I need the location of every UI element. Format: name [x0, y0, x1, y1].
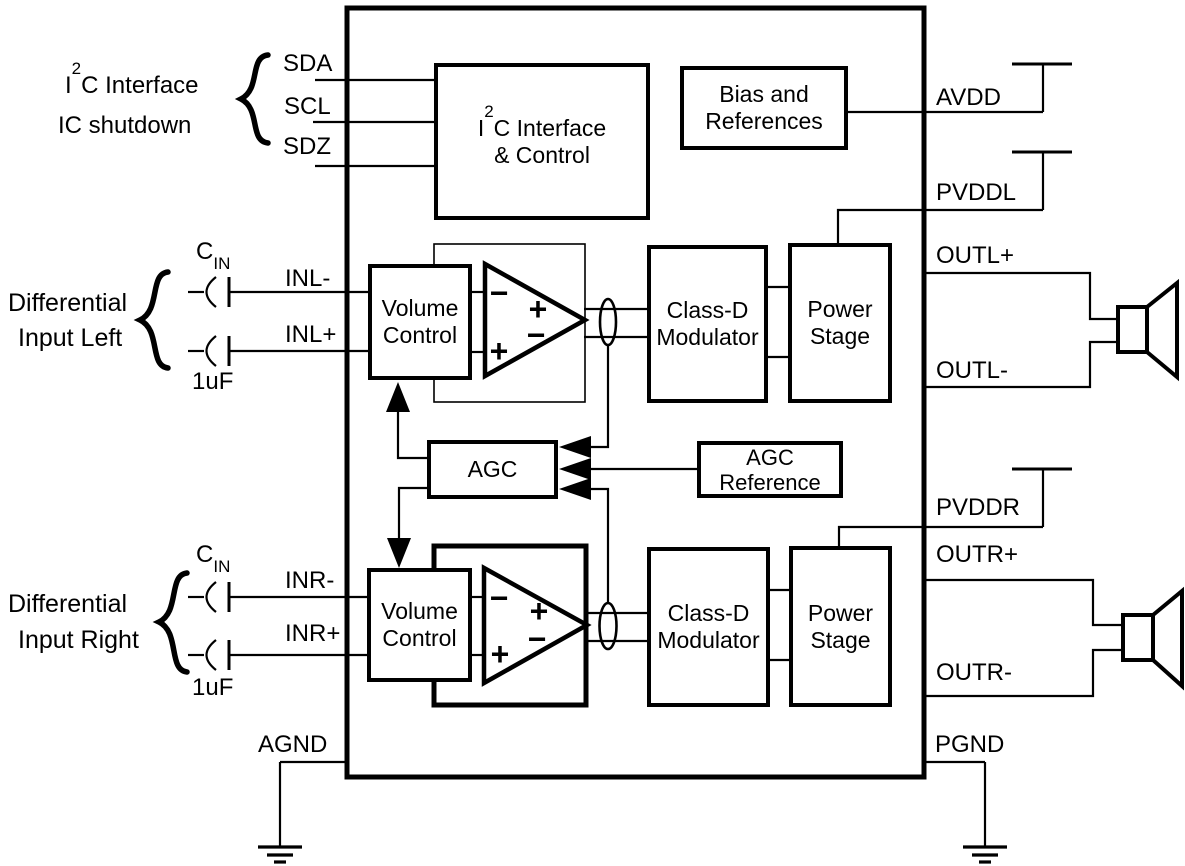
label-ic-shutdown: IC shutdown — [58, 112, 192, 139]
wire-outr-minus — [925, 648, 1123, 698]
pin-label-outr-minus: OUTR- — [936, 659, 1012, 686]
block-power-stage-right: Power Stage — [789, 546, 892, 707]
label-cin-right: CIN — [196, 541, 231, 576]
speaker-icon-right — [1121, 586, 1184, 691]
classd-right-line1: Class-D — [667, 600, 750, 626]
pin-label-outl-minus: OUTL- — [936, 357, 1008, 384]
wire-classd-to-power-left — [768, 285, 788, 359]
ground-icon-agnd — [258, 760, 347, 864]
pin-label-inr-plus: INR+ — [285, 620, 341, 647]
wire-outl-minus — [925, 340, 1118, 389]
capacitor-icon-inr-plus — [188, 639, 367, 671]
capacitor-icon-inl-plus — [188, 335, 368, 367]
pin-label-outr-plus: OUTR+ — [936, 541, 1019, 568]
wire-feedback-right — [591, 487, 610, 604]
opamp-right-input-minus: − — [490, 580, 509, 616]
capacitor-icon-inr-minus — [188, 581, 367, 613]
label-differential-left-2: Input Left — [18, 324, 123, 352]
wire-feedback-left — [591, 345, 610, 449]
block-power-stage-left: Power Stage — [788, 243, 892, 403]
bias-line2: References — [705, 108, 823, 134]
pin-label-agnd: AGND — [258, 731, 328, 758]
wire-agc-to-volume-right — [397, 486, 427, 539]
bias-line1: Bias and — [719, 81, 809, 107]
block-volume-control-left: Volume Control — [368, 264, 472, 380]
volume-left-line2: Control — [382, 322, 458, 348]
opamp-triangle-right — [481, 564, 592, 687]
classd-left-line1: Class-D — [666, 297, 749, 323]
arrowhead-to-volume-right — [387, 538, 411, 568]
arrowhead-agc-middle — [559, 458, 591, 480]
brace-icon-i2c — [234, 52, 271, 146]
ground-icon-pgnd — [925, 760, 1007, 864]
block-agc: AGC — [427, 440, 558, 499]
feedback-loop-ellipse-right — [598, 601, 618, 651]
feedback-loop-ellipse-left — [598, 297, 618, 347]
opamp-left-input-plus: + — [490, 333, 509, 369]
label-differential-right-2: Input Right — [18, 626, 139, 654]
wire-classd-to-power-right — [770, 588, 789, 662]
opamp-left-output-minus: − — [527, 317, 546, 353]
block-i2c-line1: I2C Interface — [477, 101, 607, 141]
power-right-line1: Power — [807, 599, 874, 626]
block-agc-reference: AGC Reference — [697, 441, 843, 498]
agc-ref-line2: Reference — [719, 469, 821, 495]
opamp-left-output-plus: + — [529, 291, 548, 327]
label-cap-value-right: 1uF — [192, 674, 234, 701]
pin-label-inr-minus: INR- — [285, 567, 335, 594]
block-volume-control-right: Volume Control — [367, 568, 472, 682]
label-i2c-interface: I2C Interface — [65, 59, 199, 99]
speaker-icon-left — [1116, 278, 1179, 382]
agc-label: AGC — [467, 456, 518, 482]
power-left-line2: Stage — [809, 323, 871, 349]
wire-outl-plus — [925, 271, 1118, 321]
power-right-line2: Stage — [810, 626, 871, 653]
block-bias-references: Bias and References — [680, 66, 848, 150]
power-rail-icon-pvddr — [837, 467, 1072, 546]
pin-label-pvddr: PVDDR — [936, 494, 1021, 521]
label-differential-right-1: Differential — [8, 590, 128, 618]
pin-label-sda: SDA — [283, 50, 333, 77]
block-classd-modulator-right: Class-D Modulator — [647, 547, 770, 707]
opamp-left-input-minus: − — [490, 275, 509, 311]
pin-label-sdz: SDZ — [283, 133, 331, 160]
label-cin-left: CIN — [196, 238, 231, 273]
pin-label-outl-plus: OUTL+ — [936, 242, 1015, 269]
wire-opamp-to-classd-right — [586, 611, 648, 643]
pin-label-avdd: AVDD — [936, 84, 1001, 111]
label-cap-value-left: 1uF — [192, 368, 234, 395]
opamp-right-input-plus: + — [491, 636, 510, 672]
brace-icon-input-right — [152, 570, 190, 675]
arrowhead-agc-top — [559, 436, 591, 458]
power-left-line1: Power — [807, 296, 873, 322]
arrowhead-to-volume-left — [386, 382, 410, 412]
wire-agc-to-volume-left — [396, 411, 427, 460]
agc-ref-line1: AGC — [746, 444, 794, 470]
classd-right-line2: Modulator — [657, 627, 760, 653]
ic-boundary — [344, 5, 927, 780]
pin-label-inl-plus: INL+ — [285, 321, 337, 348]
power-rail-icon-avdd — [848, 62, 1072, 114]
capacitor-icon-inl-minus — [188, 276, 368, 308]
opamp-right-output-plus: + — [530, 593, 549, 629]
pin-label-pgnd: PGND — [935, 731, 1005, 758]
volume-left-line1: Volume — [381, 295, 459, 321]
pin-label-pvddl: PVDDL — [936, 179, 1017, 206]
arrowhead-agc-bottom — [559, 478, 591, 500]
brace-icon-input-left — [133, 269, 171, 371]
pin-label-inl-minus: INL- — [285, 265, 331, 292]
wire-outr-plus — [925, 578, 1123, 627]
classd-left-line2: Modulator — [656, 324, 759, 350]
pin-label-scl: SCL — [284, 93, 331, 120]
opamp-triangle-left — [482, 260, 590, 380]
opamp-right-output-minus: − — [528, 621, 547, 657]
block-classd-modulator-left: Class-D Modulator — [647, 245, 768, 403]
power-rail-icon-pvddl — [836, 150, 1072, 243]
volume-right-line1: Volume — [381, 598, 458, 624]
label-differential-left-1: Differential — [8, 289, 128, 317]
block-i2c-line2: & Control — [494, 141, 590, 168]
volume-right-line2: Control — [382, 625, 457, 651]
block-i2c-interface-control: I2C Interface & Control — [434, 63, 650, 220]
